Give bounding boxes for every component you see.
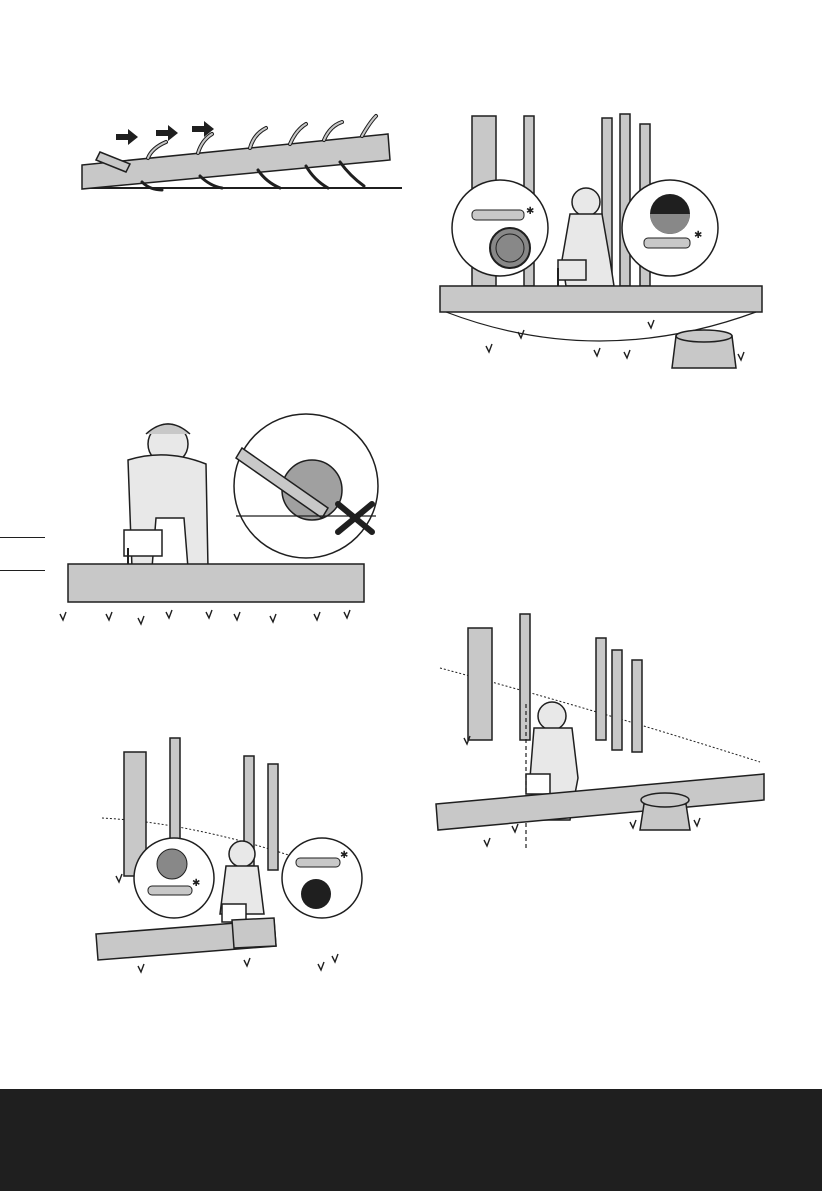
- svg-text:✱: ✱: [694, 230, 702, 241]
- svg-text:✱: ✱: [192, 878, 200, 889]
- svg-text:✱: ✱: [526, 206, 534, 217]
- arrow-right-icon: [156, 125, 178, 141]
- svg-text:✱: ✱: [340, 850, 348, 861]
- figure-limbing-branches: [70, 110, 410, 200]
- margin-tab-bottom: [0, 570, 45, 571]
- footer-bar: [0, 1089, 822, 1191]
- arrow-right-icon: [116, 129, 138, 145]
- margin-tab-top: [0, 537, 45, 538]
- figure-bucking-on-ground: [56, 408, 386, 628]
- figure-log-supported-both-ends: ✱ ✱: [438, 110, 768, 380]
- figure-log-supported-one-end: ✱ ✱: [92, 734, 392, 984]
- figure-log-on-stump: [430, 608, 770, 858]
- stump-icon: [640, 793, 690, 830]
- stump-icon: [672, 330, 736, 368]
